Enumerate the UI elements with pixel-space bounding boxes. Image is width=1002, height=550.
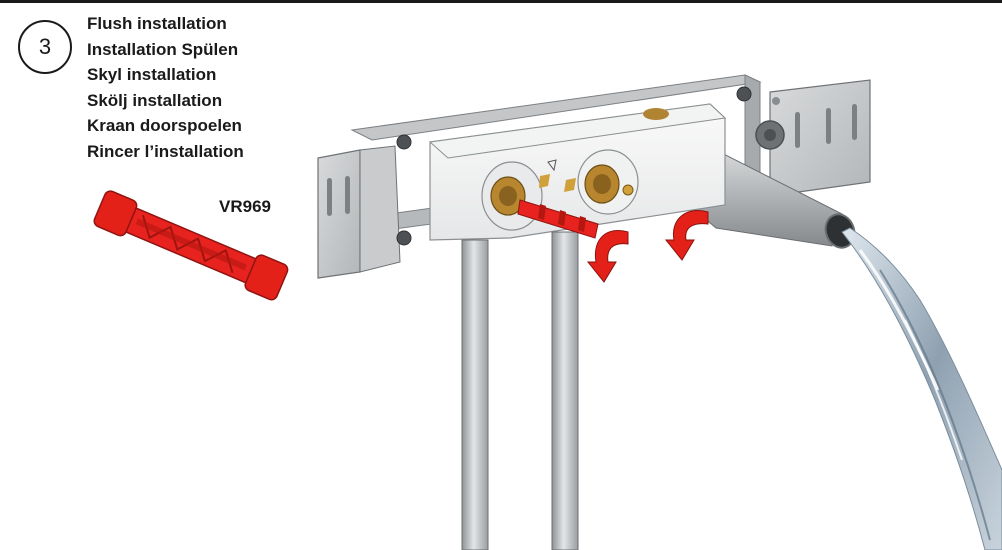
- step-number: 3: [38, 34, 52, 59]
- flush-tool-inserted: [517, 199, 599, 239]
- vr969-tool-icon: [93, 190, 289, 301]
- rotate-arrow-left: [586, 230, 629, 283]
- caption-swedish: Skölj installation: [87, 90, 223, 110]
- water-stream: [841, 227, 1002, 550]
- top-rule: [0, 0, 1002, 3]
- rotate-arrows: [586, 210, 709, 283]
- caption-norwegian: Skyl installation: [87, 65, 217, 85]
- caption-english: Flush installation: [87, 14, 227, 33]
- supply-pipes: [461, 231, 579, 550]
- caption-german: Installation Spülen: [87, 39, 239, 59]
- step-number-badge: 3: [18, 20, 72, 74]
- caption-dutch: Kraan doorspoelen: [87, 116, 242, 136]
- tool-part-code: VR969: [219, 197, 271, 216]
- caption-french: Rincer l’installation: [87, 141, 244, 161]
- rotate-arrow-right: [664, 210, 709, 261]
- step-captions: Flush installation Installation Spülen S…: [87, 11, 244, 165]
